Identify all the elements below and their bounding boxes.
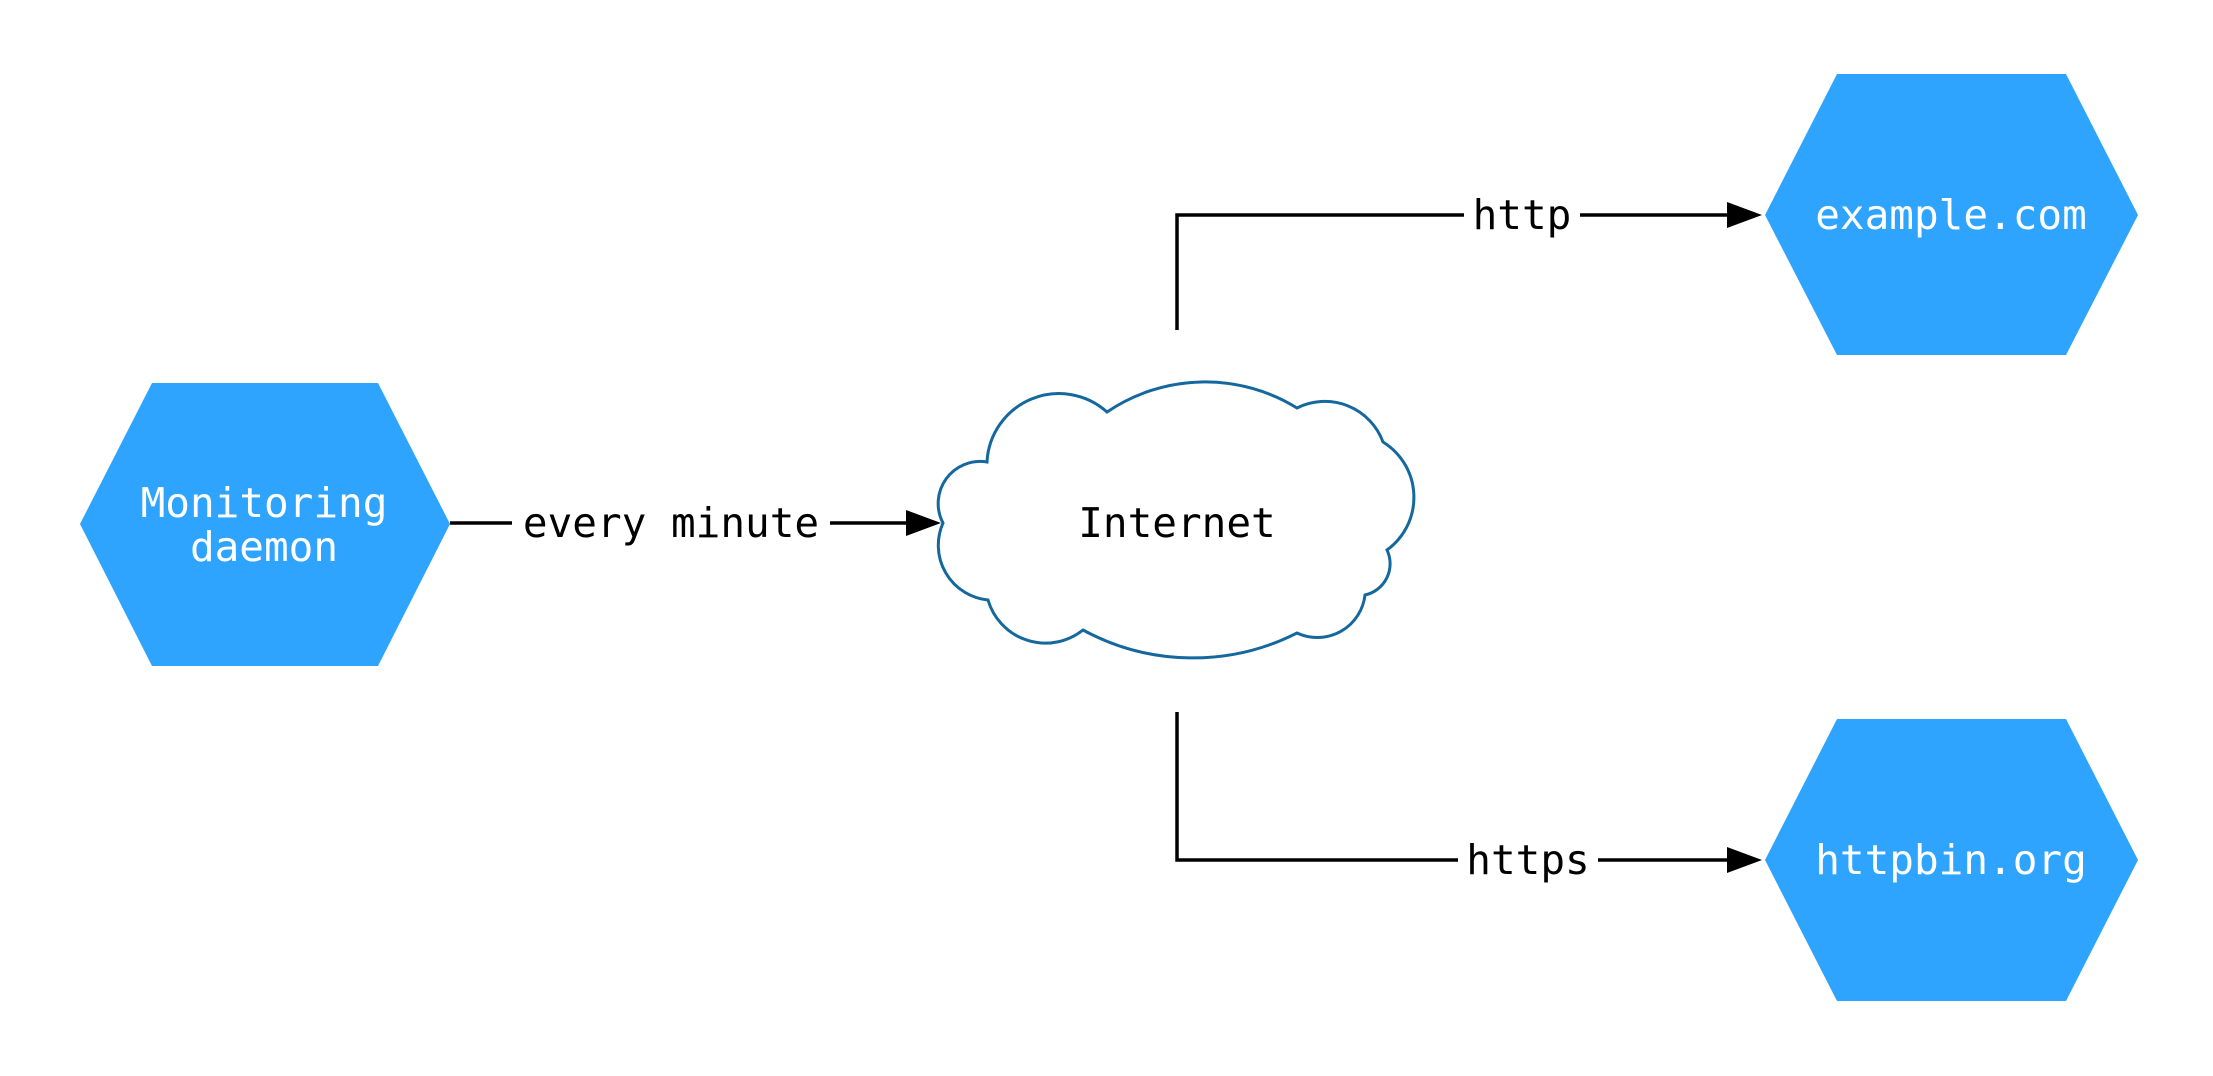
edge-label-https: https bbox=[1466, 836, 1589, 884]
edge-every-minute: every minute bbox=[450, 496, 941, 550]
httpbin-org-node: httpbin.org bbox=[1765, 719, 2138, 1001]
monitoring-daemon-node: Monitoring daemon bbox=[80, 383, 450, 666]
example-com-label: example.com bbox=[1815, 191, 2087, 239]
arrowhead-icon bbox=[1727, 202, 1762, 228]
edge-label-every-minute: every minute bbox=[523, 499, 819, 547]
hexagon-shape bbox=[1765, 719, 2138, 1001]
monitoring-daemon-label-line1: Monitoring bbox=[141, 479, 388, 527]
internet-label: Internet bbox=[1078, 499, 1275, 547]
monitoring-daemon-label-line2: daemon bbox=[190, 523, 338, 571]
example-com-node: example.com bbox=[1765, 74, 2138, 355]
cloud-shape bbox=[936, 380, 1416, 660]
edge-http: http bbox=[1175, 188, 1762, 330]
edge-http-line bbox=[1175, 213, 1729, 330]
httpbin-org-label: httpbin.org bbox=[1815, 836, 2087, 884]
internet-cloud-node: Internet bbox=[936, 380, 1416, 660]
edge-label-mask bbox=[1458, 833, 1598, 887]
arrowhead-icon bbox=[906, 510, 941, 536]
edge-https: https bbox=[1175, 712, 1762, 887]
edge-label-http: http bbox=[1473, 191, 1572, 239]
hexagon-shape bbox=[80, 383, 450, 666]
edge-label-mask bbox=[1464, 188, 1580, 242]
arrowhead-icon bbox=[1727, 847, 1762, 873]
edge-https-line bbox=[1175, 712, 1729, 862]
hexagon-shape bbox=[1765, 74, 2138, 355]
edge-label-mask bbox=[512, 496, 830, 550]
